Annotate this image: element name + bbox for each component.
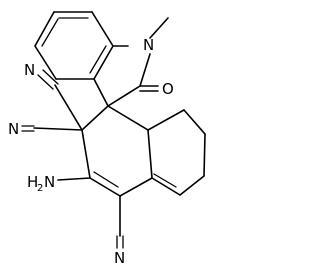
cyclohexene-ring bbox=[81, 105, 153, 197]
cyclohexane-ring bbox=[147, 109, 206, 196]
amine-hydrogen-count: 2 bbox=[37, 183, 43, 194]
nitrile-nitrogen-label: N bbox=[24, 61, 35, 79]
benzene-ring bbox=[34, 11, 114, 80]
molecule-structure: N O N N N H 2 N bbox=[8, 11, 206, 267]
molecule-diagram: N O N N N H 2 N bbox=[8, 11, 206, 267]
lactam-ring bbox=[93, 17, 169, 107]
amine-bond bbox=[57, 177, 91, 181]
amine-hydrogen-label: H bbox=[27, 173, 38, 191]
nitrogen-label: N bbox=[143, 36, 154, 54]
nitrile-groups bbox=[21, 69, 124, 249]
oxygen-label: O bbox=[162, 80, 174, 98]
nitrile-nitrogen-label: N bbox=[8, 120, 19, 138]
amine-nitrogen-label: N bbox=[44, 173, 55, 191]
nitrile-nitrogen-label: N bbox=[114, 249, 125, 267]
